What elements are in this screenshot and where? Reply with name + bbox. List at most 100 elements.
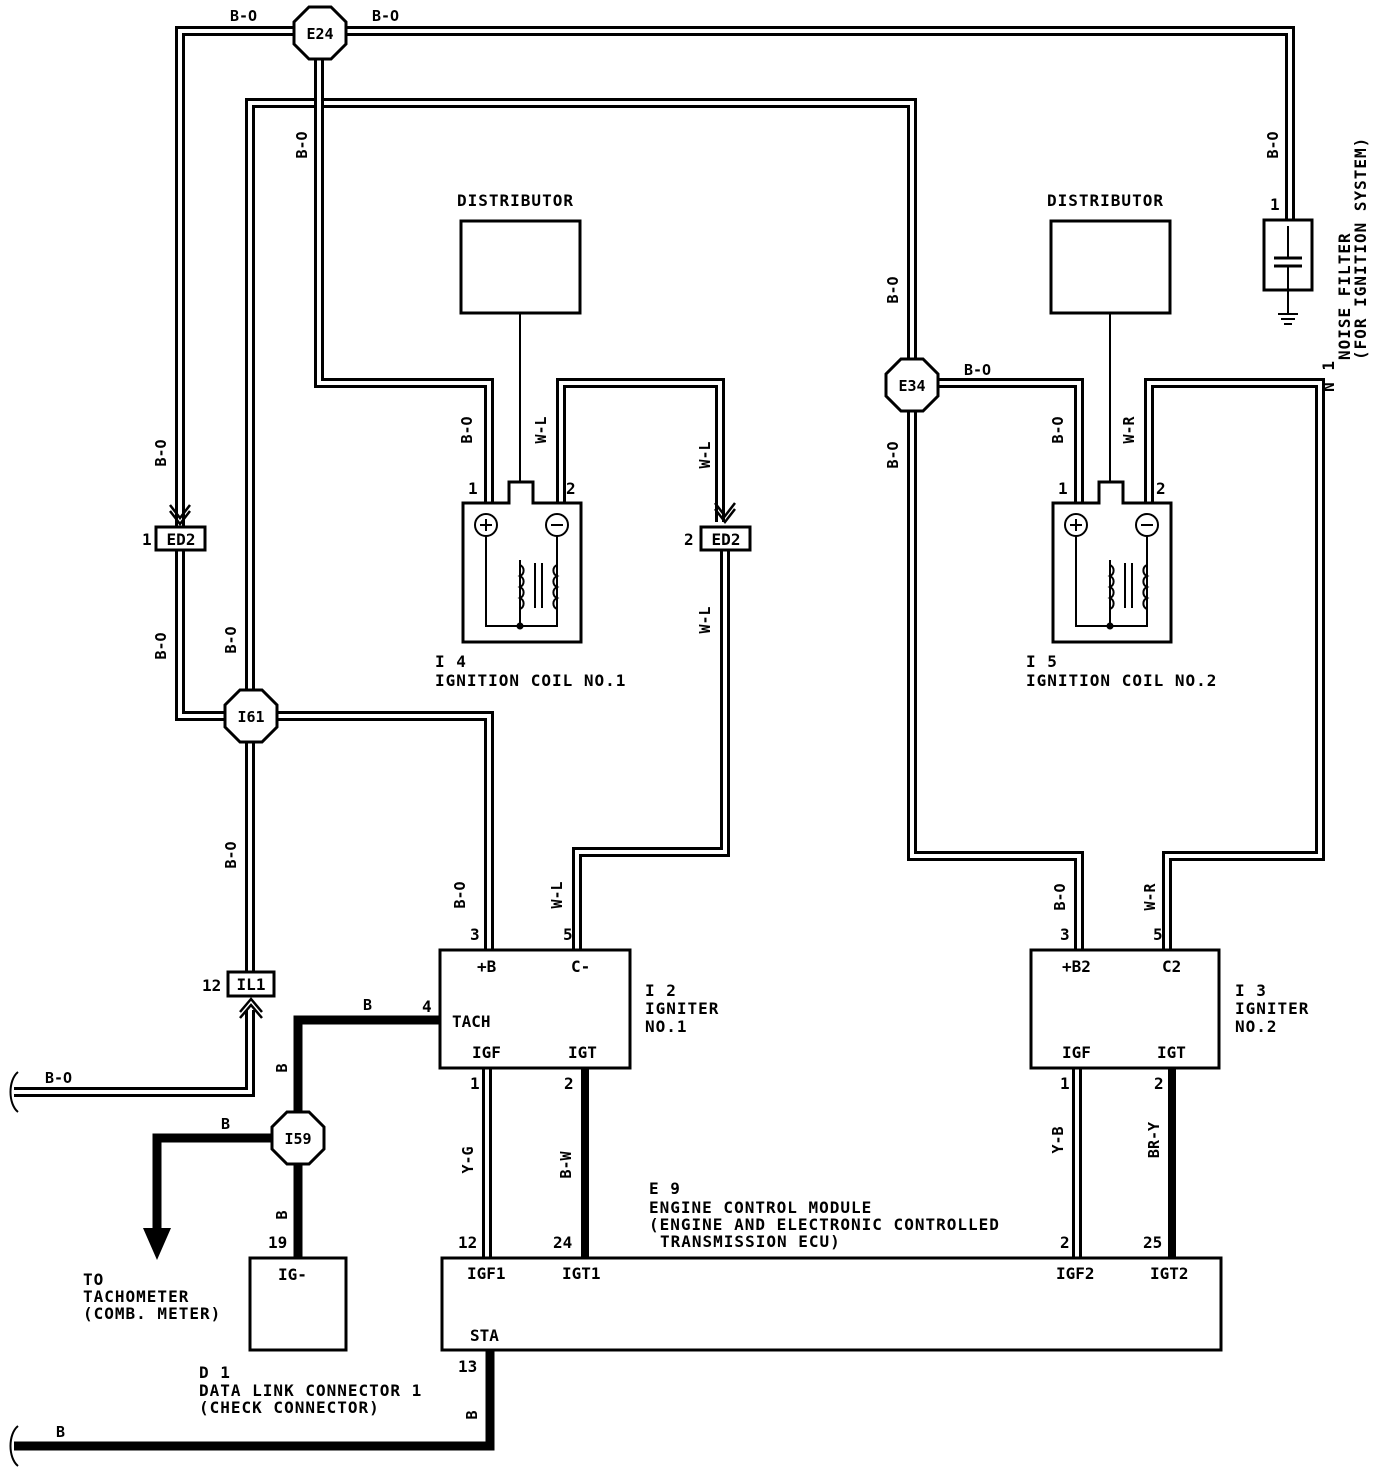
igniter-1-pin: 2 — [564, 1074, 574, 1093]
tachometer-label: TACHOMETER — [83, 1287, 189, 1306]
splice-i61-icon — [223, 688, 279, 744]
wire-label: B — [273, 1063, 291, 1072]
wire-label: B-O — [222, 626, 240, 653]
igniter-2-terminal: IGF — [1062, 1043, 1091, 1062]
wire-label: B-O — [1049, 416, 1067, 443]
wire-b-sta — [14, 1350, 495, 1451]
wire-label: W-R — [1120, 415, 1138, 443]
wire-w-l-coil1-ed2 — [556, 378, 725, 522]
igniter-1-terminal: C- — [571, 957, 590, 976]
il1-pin-label: 12 — [202, 976, 221, 995]
distributor-2-label: DISTRIBUTOR — [1047, 191, 1164, 210]
dlc-id: D 1 — [199, 1363, 231, 1382]
noise-filter-id: N 1 — [1319, 360, 1338, 392]
wire-label: W-R — [1141, 882, 1159, 910]
igniter-1-id: I 2 — [645, 981, 677, 1000]
wire-label: B — [221, 1115, 230, 1133]
ed2-label: ED2 — [167, 530, 196, 549]
wire-label: Y-G — [459, 1146, 477, 1173]
dlc-box — [248, 1256, 348, 1352]
igniter-2-terminal: IGT — [1157, 1043, 1186, 1062]
wire-label: B-O — [884, 276, 902, 303]
igniter-1-terminal: IGT — [568, 1043, 597, 1062]
igniter-1-terminal: IGF — [472, 1043, 501, 1062]
wire-b-tach — [293, 1015, 440, 1138]
igniter-2-terminal: C2 — [1162, 957, 1181, 976]
wire-b-o-upper-loop — [245, 98, 917, 700]
ecm-pin: 24 — [553, 1233, 572, 1252]
wire-label: B-O — [230, 7, 257, 25]
splice-i59-icon — [270, 1110, 326, 1166]
splice-e24-label: E24 — [306, 25, 333, 43]
wire-b-o-e24-coil1 — [314, 31, 494, 505]
wire-label: B-O — [152, 632, 170, 659]
igniter-2-id: I 3 — [1235, 981, 1267, 1000]
igniter-2-name: IGNITER — [1235, 999, 1309, 1018]
splice-e24-icon — [292, 5, 348, 61]
igniter-2-pin: 2 — [1154, 1074, 1164, 1093]
coil-1-name: IGNITION COIL NO.1 — [435, 671, 626, 690]
ecm-name: ENGINE CONTROL MODULE — [649, 1198, 872, 1217]
ecm-id: E 9 — [649, 1179, 681, 1198]
wire-label: B-O — [1264, 131, 1282, 158]
ecm-terminal: IGT2 — [1150, 1264, 1189, 1283]
distributor-1-label: DISTRIBUTOR — [457, 191, 574, 210]
tachometer-label: (COMB. METER) — [83, 1304, 221, 1323]
noise-filter-pin: 1 — [1270, 195, 1280, 214]
ecm-terminal: STA — [470, 1326, 499, 1345]
wire-label: B-O — [372, 7, 399, 25]
coil-2-id: I 5 — [1026, 652, 1058, 671]
coil-2-pin: 1 — [1058, 479, 1068, 498]
igniter-1-name2: NO.1 — [645, 1017, 688, 1036]
tachometer-label: TO — [83, 1270, 104, 1289]
igniter-2-name2: NO.2 — [1235, 1017, 1278, 1036]
igniter-1-box — [438, 948, 632, 1070]
wire-label: B-O — [152, 439, 170, 466]
igniter-1-pin: 4 — [422, 997, 432, 1016]
igniter-1-pin: 5 — [563, 925, 573, 944]
ed2-connector-2 — [699, 502, 752, 552]
distributor-1 — [459, 219, 582, 628]
wire-label: W-L — [696, 606, 714, 633]
wire-label: B-O — [222, 841, 240, 868]
il1-label: IL1 — [237, 975, 266, 994]
igniter-2-pin: 5 — [1153, 925, 1163, 944]
distributor-2 — [1049, 219, 1172, 628]
igniter-2-terminal: +B2 — [1062, 957, 1091, 976]
ed2-connector-1 — [154, 504, 207, 552]
ed2-pin-label: 1 — [142, 530, 152, 549]
igniter-2-pin: 1 — [1060, 1074, 1070, 1093]
coil-1-id: I 4 — [435, 652, 467, 671]
coil-2-name: IGNITION COIL NO.2 — [1026, 671, 1217, 690]
igniter-1-pin: 1 — [470, 1074, 480, 1093]
igniter-1-pin: 3 — [470, 925, 480, 944]
igniter-1-name: IGNITER — [645, 999, 719, 1018]
wire-label: B-O — [293, 131, 311, 158]
igniter-1-terminal: TACH — [452, 1012, 491, 1031]
wire-label: B-O — [1051, 883, 1069, 910]
ecm-terminal: IGT1 — [562, 1264, 601, 1283]
igniter-2-pin: 3 — [1060, 925, 1070, 944]
igniter-2-box — [1029, 948, 1221, 1070]
wire-b-to-tachometer — [152, 1133, 298, 1235]
wire-label: B — [463, 1410, 481, 1419]
ecm-pin: 25 — [1143, 1233, 1162, 1252]
il1-connector — [226, 970, 276, 1019]
wire-label: B-W — [557, 1150, 575, 1178]
ignition-coil-2 — [1051, 480, 1173, 644]
wire-label: B-O — [964, 361, 991, 379]
wire-label: BR-Y — [1145, 1122, 1163, 1158]
ed2-label: ED2 — [712, 530, 741, 549]
noise-filter-sub: (FOR IGNITION SYSTEM) — [1351, 137, 1370, 360]
coil-2-pin: 2 — [1156, 479, 1166, 498]
dlc-name: DATA LINK CONNECTOR 1 — [199, 1381, 422, 1400]
ecm-pin: 2 — [1060, 1233, 1070, 1252]
splice-i61-label: I61 — [237, 708, 264, 726]
wire-label: W-L — [548, 881, 566, 908]
igniter-1-terminal: +B — [477, 957, 497, 976]
ecm-box — [440, 1256, 1223, 1352]
wire-b-o-e34-igniter2 — [907, 383, 1084, 950]
noise-filter-name: NOISE FILTER — [1335, 232, 1354, 360]
ignition-coil-1 — [461, 480, 583, 644]
